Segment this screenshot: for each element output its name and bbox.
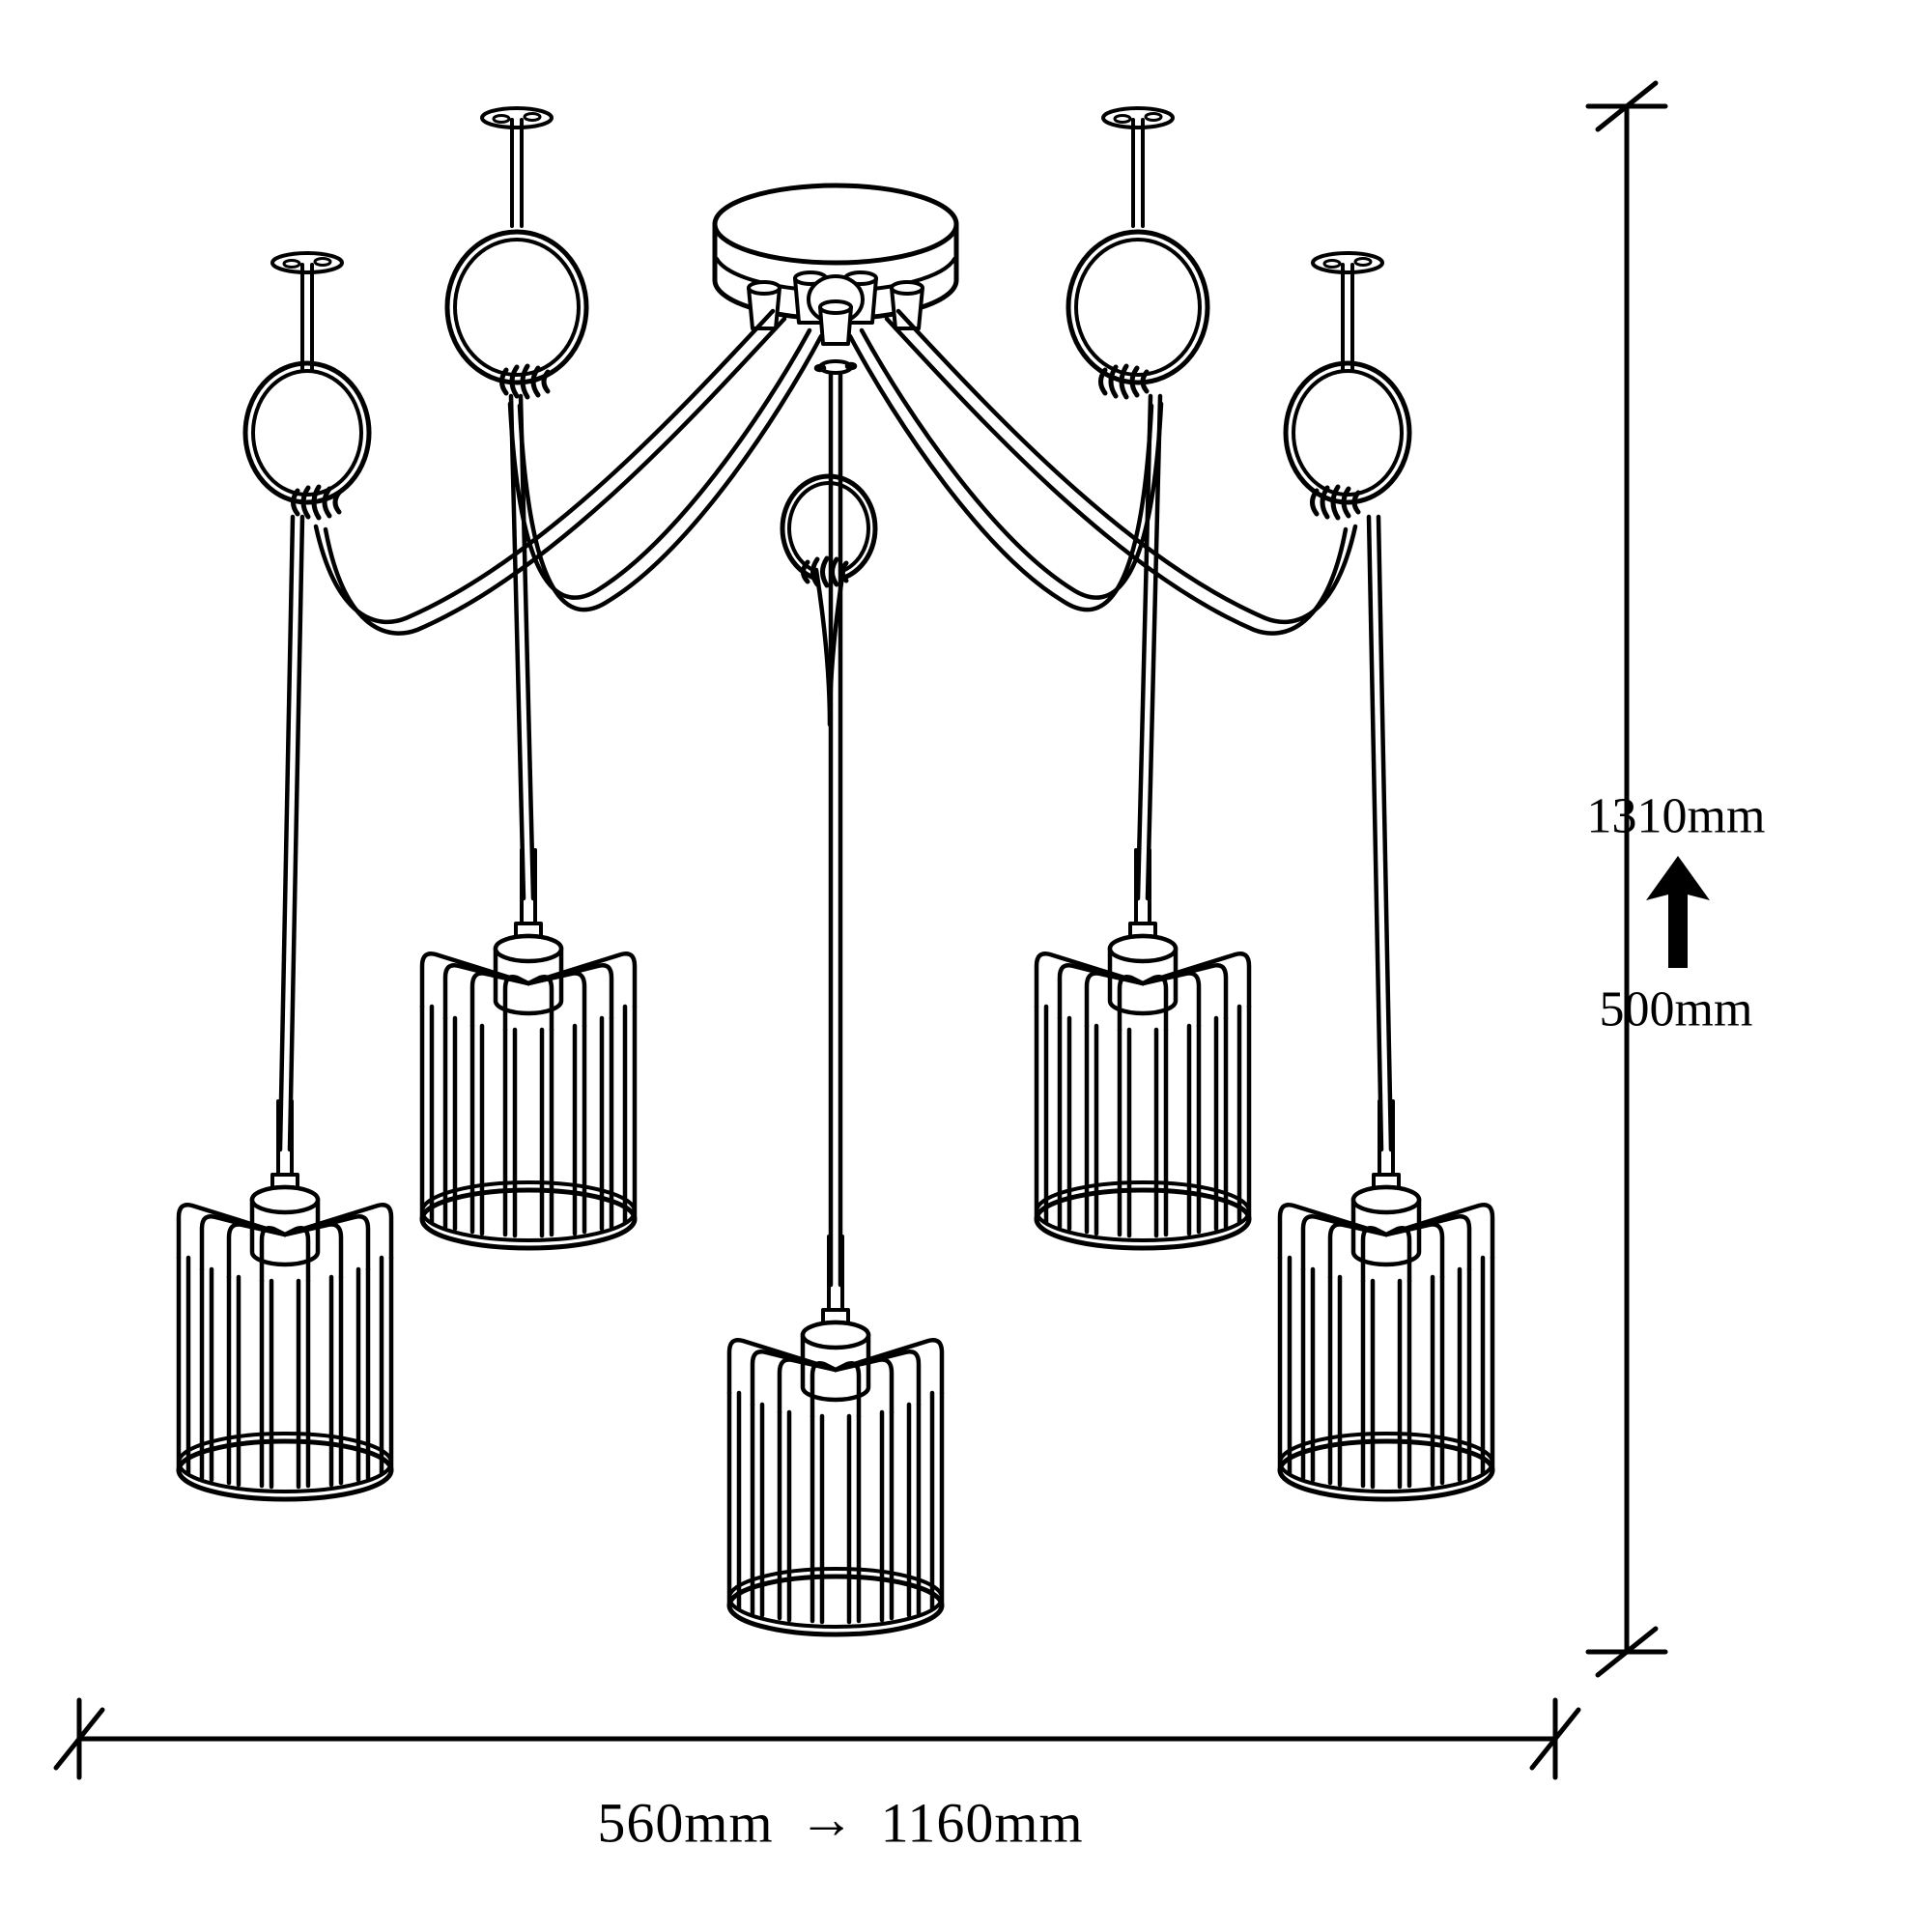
lamp-3 [726,1236,945,1637]
cage-vertical-bars [726,1390,945,1625]
canopy-outlets [747,270,924,346]
cable-knot-2 [499,363,551,400]
horizontal-dimension-line [53,1697,1581,1780]
cage-top-spokes [1277,1203,1495,1284]
cage-top-spokes [419,952,638,1033]
lamp-1 [176,1101,394,1502]
ceiling-hook-1 [242,253,372,505]
cable-swag-2 [507,327,824,612]
cable-knot-1 [291,484,342,521]
drop-cable-1 [277,514,305,1152]
horizontal-dimension-label: 560mm → 1160mm [597,1788,1084,1856]
vertical-dimension-line [1585,80,1668,1678]
horizontal-max-dimension-label: 1160mm [880,1791,1084,1855]
cable-knot-4 [1310,484,1361,521]
vertical-max-dimension-label: 1310mm [1586,788,1766,844]
lamp-2 [419,850,638,1251]
cage-vertical-bars [1277,1255,1495,1490]
cable-swag-3 [847,327,1164,612]
cage-top-spokes [1034,952,1252,1033]
cable-swag-1 [313,308,787,636]
cage-vertical-bars [1034,1004,1252,1238]
cage-vertical-bars [176,1255,394,1490]
cage-top-spokes [726,1338,945,1419]
drop-cable-5 [1366,514,1394,1152]
cable-swag-4 [884,308,1358,636]
lamp-5 [1277,1101,1495,1502]
vertical-min-dimension-label: 500mm [1599,981,1753,1037]
cage-vertical-bars [419,1004,638,1238]
drop-cable-3-center [828,372,843,1288]
up-arrow-icon [1646,856,1710,968]
horizontal-min-dimension-label: 560mm [597,1791,774,1855]
cable-knot-3 [1098,363,1150,400]
ceiling-hook-2 [444,108,589,385]
cage-top-spokes [176,1203,394,1284]
drop-cable-2 [508,393,536,901]
ceiling-hook-4 [1283,253,1412,505]
right-arrow-icon: → [798,1787,856,1851]
ceiling-hook-3 [1065,108,1210,385]
lamp-4 [1034,850,1252,1251]
drop-cable-4 [1135,393,1163,901]
